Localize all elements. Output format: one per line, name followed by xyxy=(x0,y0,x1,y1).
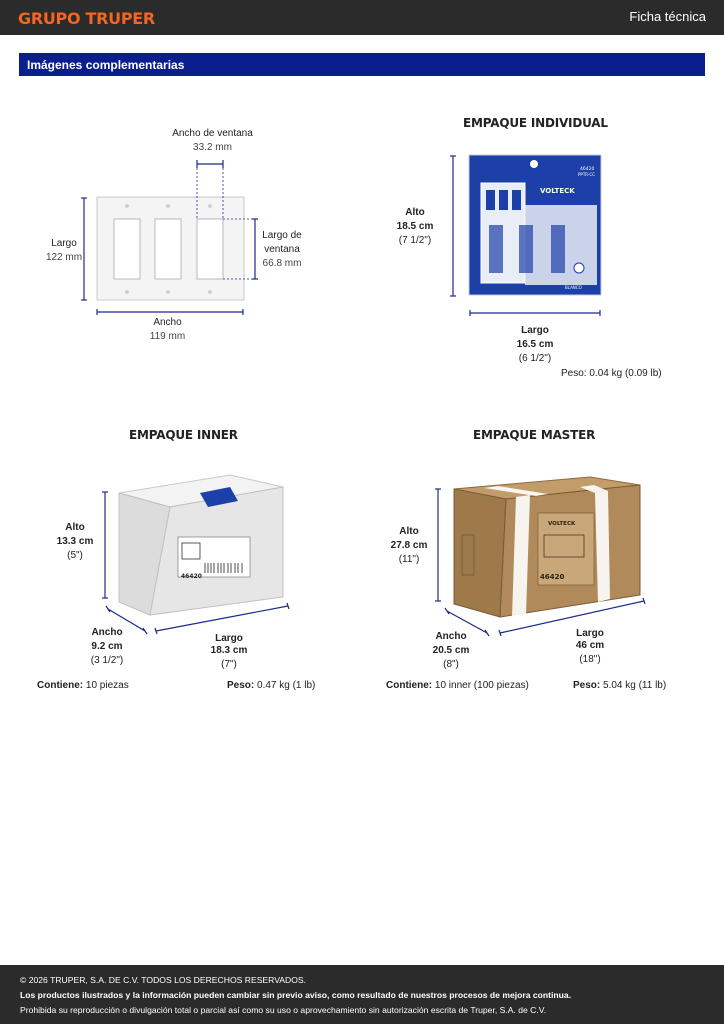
master-box-code: 46420 xyxy=(540,573,564,581)
master-height-in: (11") xyxy=(398,554,420,565)
plate-width-value: 119 mm xyxy=(149,331,186,342)
package-code-text: 46420 xyxy=(580,166,594,172)
master-box xyxy=(453,476,641,618)
document-type: Ficha técnica xyxy=(629,9,706,24)
plate-dimension-guides xyxy=(196,164,253,280)
footer-prohibition: Prohibida su reproducción o divulgación … xyxy=(20,1005,547,1015)
individual-weight-value: 0.04 kg (0.09 lb) xyxy=(589,368,662,379)
inner-box-diagram: 46420 xyxy=(102,474,290,635)
package-brand-text: VOLTECK xyxy=(540,187,575,195)
inner-width-label: Ancho xyxy=(91,627,123,638)
inner-length-in: (7") xyxy=(221,659,237,670)
footer-copyright: © 2026 TRUPER, S.A. DE C.V. TODOS LOS DE… xyxy=(20,975,307,985)
inner-dimension-lines xyxy=(102,491,290,635)
individual-length-label: Largo xyxy=(521,325,549,336)
master-weight-value: 5.04 kg (11 lb) xyxy=(603,680,667,691)
plate-width-label: Ancho xyxy=(153,317,182,328)
window-length-label-1: Largo de xyxy=(262,230,302,241)
master-weight: Peso: 5.04 kg (11 lb) xyxy=(573,679,666,692)
plate-screws xyxy=(125,204,212,294)
inner-box-code: 46420 xyxy=(181,573,202,580)
window-width-value: 33.2 mm xyxy=(193,142,232,153)
master-dimension-lines xyxy=(435,488,646,637)
master-package-title: EMPAQUE MASTER xyxy=(473,428,596,442)
master-height-label: Alto xyxy=(399,526,419,537)
inner-weight: Peso: 0.47 kg (1 lb) xyxy=(227,679,315,692)
individual-weight: Peso: 0.04 kg (0.09 lb) xyxy=(561,367,662,380)
plate-window-2 xyxy=(154,218,182,280)
inner-length-label: Largo xyxy=(215,633,243,644)
inner-width-in: (3 1/2") xyxy=(90,655,124,666)
master-length-in: (18") xyxy=(579,654,601,665)
individual-height-label: Alto xyxy=(405,207,425,218)
footer-notice: Los productos ilustrados y la informació… xyxy=(20,990,572,1000)
master-length-label: Largo xyxy=(576,628,604,639)
section-title: Imágenes complementarias xyxy=(27,58,185,72)
individual-length-cm: 16.5 cm xyxy=(516,339,554,350)
master-box-diagram: VOLTECK 46420 xyxy=(435,476,646,637)
plate-window-1 xyxy=(113,218,141,280)
blister-package xyxy=(468,154,602,296)
plate-length-value: 122 mm xyxy=(45,252,83,263)
individual-height-in: (7 1/2") xyxy=(398,235,432,246)
master-box-brand: VOLTECK xyxy=(548,521,576,527)
plate-length-label: Largo xyxy=(51,238,77,249)
plate-window-3 xyxy=(196,218,224,280)
inner-contains-value: 10 piezas xyxy=(85,680,129,691)
package-model-text: PPTR-CC xyxy=(578,172,595,177)
inner-package-title: EMPAQUE INNER xyxy=(129,428,238,442)
master-width-label: Ancho xyxy=(435,631,467,642)
individual-dimension-lines xyxy=(450,155,601,316)
header-bar: GRUPO TRUPER Ficha técnica xyxy=(0,0,724,35)
window-width-label: Ancho de ventana xyxy=(172,128,253,139)
inner-box xyxy=(118,474,284,616)
individual-package-diagram: VOLTECK 46420 PPTR-CC BLANCO xyxy=(450,154,602,316)
inner-contains: Contiene: 10 piezas xyxy=(37,679,129,692)
inner-weight-value: 0.47 kg (1 lb) xyxy=(257,680,316,691)
master-contains: Contiene: 10 inner (100 piezas) xyxy=(386,679,529,692)
inner-height-in: (5") xyxy=(67,550,83,561)
master-width-cm: 20.5 cm xyxy=(432,645,470,656)
wall-plate-diagram xyxy=(81,160,258,315)
inner-contains-label: Contiene: xyxy=(37,680,84,691)
package-color-text: BLANCO xyxy=(565,285,582,290)
brand-logo: GRUPO TRUPER xyxy=(18,9,155,28)
master-contains-value: 10 inner (100 piezas) xyxy=(434,680,529,691)
master-length-cm: 46 cm xyxy=(575,640,605,651)
master-height-cm: 27.8 cm xyxy=(390,540,428,551)
individual-length-in: (6 1/2") xyxy=(518,353,552,364)
inner-height-cm: 13.3 cm xyxy=(56,536,94,547)
window-length-value: 66.8 mm xyxy=(262,258,302,269)
inner-width-cm: 9.2 cm xyxy=(91,641,123,652)
individual-height-cm: 18.5 cm xyxy=(396,221,434,232)
master-weight-label: Peso: xyxy=(573,680,601,691)
section-header: Imágenes complementarias xyxy=(19,53,705,76)
master-contains-label: Contiene: xyxy=(386,680,433,691)
inner-length-cm: 18.3 cm xyxy=(210,645,248,656)
window-length-label-2: ventana xyxy=(264,244,300,255)
individual-weight-label: Peso: xyxy=(561,368,587,379)
footer: © 2026 TRUPER, S.A. DE C.V. TODOS LOS DE… xyxy=(0,965,724,1024)
master-width-in: (8") xyxy=(443,659,459,670)
inner-weight-label: Peso: xyxy=(227,680,255,691)
inner-height-label: Alto xyxy=(65,522,85,533)
individual-package-title: EMPAQUE INDIVIDUAL xyxy=(463,116,608,130)
